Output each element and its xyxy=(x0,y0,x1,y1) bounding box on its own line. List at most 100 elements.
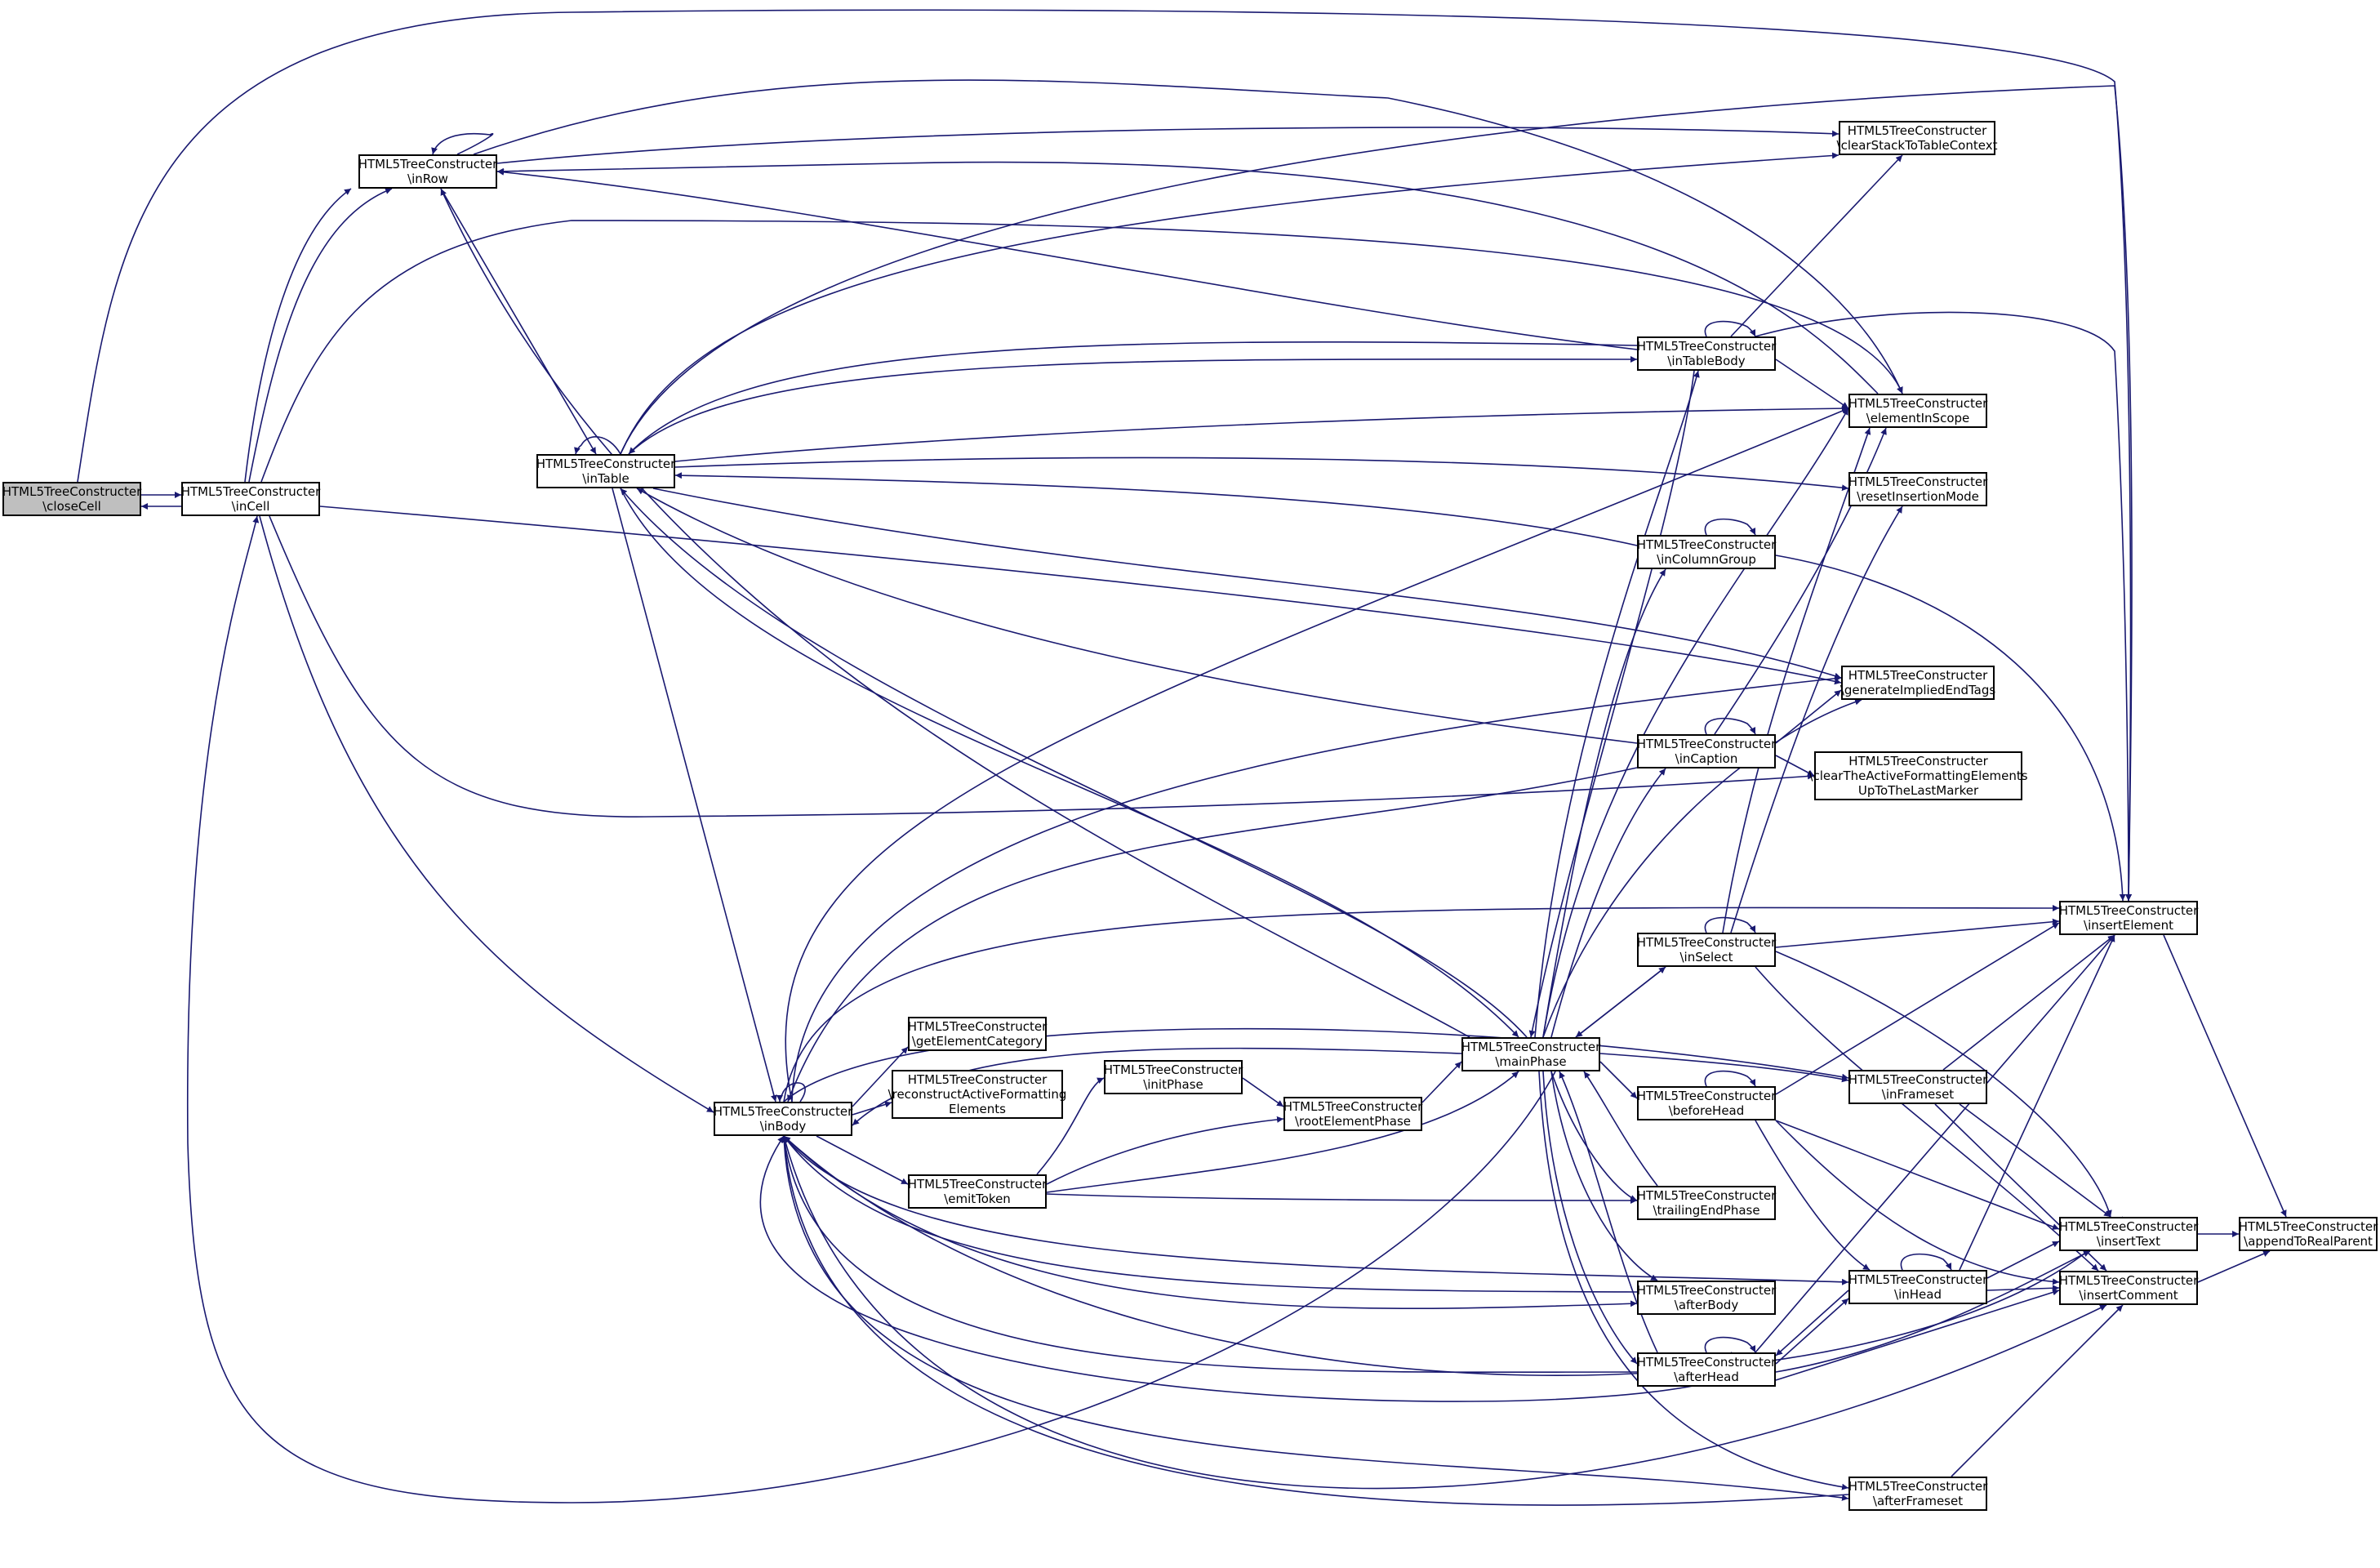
node-label-line: \rootElementPhase xyxy=(1294,1114,1412,1129)
edge-mainPhase-inRow xyxy=(440,188,1470,1038)
node-trailingEndPhase[interactable]: HTML5TreeConstructer\trailingEndPhase xyxy=(1637,1186,1776,1220)
node-label-line: HTML5TreeConstructer xyxy=(713,1104,853,1119)
node-rootElementPhase[interactable]: HTML5TreeConstructer\rootElementPhase xyxy=(1283,1097,1422,1131)
edge-rootElementPhase-mainPhase xyxy=(1421,1061,1462,1103)
edge-inCaption-elementInScope xyxy=(1714,427,1887,735)
node-afterFrameset[interactable]: HTML5TreeConstructer\afterFrameset xyxy=(1848,1477,1987,1511)
edge-inCaption-inCaption xyxy=(1704,717,1756,735)
node-inCaption[interactable]: HTML5TreeConstructer\inCaption xyxy=(1637,734,1776,768)
edge-inTable-mainPhase xyxy=(620,488,1519,1038)
edge-mainPhase-inTable xyxy=(620,488,1528,1038)
node-beforeHead[interactable]: HTML5TreeConstructer\beforeHead xyxy=(1637,1086,1776,1120)
node-clearStackToTableContext[interactable]: HTML5TreeConstructer\clearStackToTableCo… xyxy=(1837,121,1997,155)
node-label-line: \inFrameset xyxy=(1881,1087,1955,1102)
node-label-line: HTML5TreeConstructer xyxy=(358,157,498,172)
node-label-line: HTML5TreeConstructer xyxy=(1848,474,1988,489)
node-afterBody[interactable]: HTML5TreeConstructer\afterBody xyxy=(1637,1281,1776,1315)
edge-inCaption-clearTheActiveFormattingElementsUpToTheLastMarker xyxy=(1775,755,1815,777)
edge-inTableBody-elementInScope xyxy=(1775,359,1849,409)
edge-inBody-insertComment xyxy=(783,1135,2107,1490)
node-inSelect[interactable]: HTML5TreeConstructer\inSelect xyxy=(1637,933,1776,967)
node-inBody[interactable]: HTML5TreeConstructer\inBody xyxy=(714,1102,852,1136)
edge-beforeHead-beforeHead xyxy=(1704,1070,1756,1087)
node-getElementCategory[interactable]: HTML5TreeConstructer\getElementCategory xyxy=(908,1017,1047,1051)
edge-inHead-afterHead xyxy=(1775,1290,1849,1356)
node-inColumnGroup[interactable]: HTML5TreeConstructer\inColumnGroup xyxy=(1637,535,1776,569)
node-generateImpliedEndTags[interactable]: HTML5TreeConstructer\generateImpliedEndT… xyxy=(1840,666,1995,700)
node-mainPhase[interactable]: HTML5TreeConstructer\mainPhase xyxy=(1461,1037,1600,1071)
node-label-line: HTML5TreeConstructer xyxy=(1636,737,1777,751)
edge-inCaption-inBody xyxy=(787,767,1638,1102)
node-initPhase[interactable]: HTML5TreeConstructer\initPhase xyxy=(1104,1060,1243,1094)
edge-inBody-afterFrameset xyxy=(783,1135,1849,1501)
edge-closeCell-insertElement xyxy=(77,9,2133,902)
node-label-line: HTML5TreeConstructer xyxy=(1636,1283,1777,1298)
node-resetInsertionMode[interactable]: HTML5TreeConstructer\resetInsertionMode xyxy=(1848,472,1987,506)
node-label-line: \inBody xyxy=(759,1119,807,1134)
node-label-line: HTML5TreeConstructer xyxy=(2058,1273,2199,1288)
edge-group xyxy=(77,9,2287,1506)
edge-inFrameset-insertElement xyxy=(1942,934,2115,1071)
node-inCell[interactable]: HTML5TreeConstructer\inCell xyxy=(181,482,320,516)
node-closeCell[interactable]: HTML5TreeConstructer\closeCell xyxy=(2,482,141,516)
node-label-line: HTML5TreeConstructer xyxy=(907,1019,1048,1034)
node-label-line: \mainPhase xyxy=(1495,1054,1567,1069)
edge-afterFrameset-insertComment xyxy=(1951,1304,2124,1477)
edge-inColumnGroup-inColumnGroup xyxy=(1704,518,1756,536)
node-insertText[interactable]: HTML5TreeConstructer\insertText xyxy=(2059,1217,2198,1251)
node-emitToken[interactable]: HTML5TreeConstructer\emitToken xyxy=(908,1174,1047,1209)
node-label-line: HTML5TreeConstructer xyxy=(180,484,321,499)
node-label-line: HTML5TreeConstructer xyxy=(1848,668,1988,683)
edge-inSelect-mainPhase xyxy=(1575,966,1666,1038)
node-label-line: HTML5TreeConstructer xyxy=(2238,1219,2378,1234)
node-label-line: HTML5TreeConstructer xyxy=(1636,1089,1777,1103)
edge-insertElement-appendToRealParent xyxy=(2163,934,2287,1218)
edge-inTableBody-clearStackToTableContext xyxy=(1730,154,1903,337)
edge-inSelect-insertText xyxy=(1775,951,2112,1218)
edge-initPhase-rootElementPhase xyxy=(1242,1077,1284,1107)
node-label-line: \inTable xyxy=(582,471,629,486)
edge-inCaption-inTable xyxy=(636,488,1638,744)
edge-inBody-insertElement xyxy=(783,904,2060,1102)
node-inTableBody[interactable]: HTML5TreeConstructer\inTableBody xyxy=(1637,336,1776,371)
edge-inHead-inHead xyxy=(1900,1253,1952,1271)
node-inFrameset[interactable]: HTML5TreeConstructer\inFrameset xyxy=(1848,1070,1987,1104)
edge-beforeHead-insertComment xyxy=(1775,1120,2060,1285)
node-label-line: HTML5TreeConstructer xyxy=(1848,1479,1988,1494)
edge-inFrameset-insertText xyxy=(1959,1103,2111,1218)
node-clearTheActiveFormattingElementsUpToTheLastMarker[interactable]: HTML5TreeConstructer\clearTheActiveForma… xyxy=(1808,751,2028,800)
edge-afterHead-insertComment xyxy=(1775,1289,2060,1381)
node-label-line: \getElementCategory xyxy=(911,1034,1043,1049)
edge-insertText-inBody xyxy=(783,1135,2124,1377)
edge-inBody-afterBody xyxy=(783,1135,1638,1309)
edge-inTable-elementInScope xyxy=(674,405,1849,462)
node-label-line: \initPhase xyxy=(1143,1077,1203,1092)
node-elementInScope[interactable]: HTML5TreeConstructer\elementInScope xyxy=(1848,394,1987,428)
node-inHead[interactable]: HTML5TreeConstructer\inHead xyxy=(1848,1270,1987,1304)
edge-mainPhase-elementInScope xyxy=(1542,408,1849,1038)
node-label-line: HTML5TreeConstructer xyxy=(1636,1188,1777,1203)
edge-inBody-reconstructActiveFormattingElements xyxy=(852,1101,892,1116)
node-label-line: \afterFrameset xyxy=(1872,1494,1964,1508)
node-label-line: HTML5TreeConstructer xyxy=(1636,935,1777,950)
edge-inBody-inHead xyxy=(783,1135,1849,1285)
edge-emitToken-mainPhase xyxy=(1046,1071,1519,1193)
edge-inHead-insertElement xyxy=(1959,934,2115,1271)
edge-inRow-inCell xyxy=(244,188,352,483)
edge-inSelect-insertElement xyxy=(1775,918,2060,948)
node-label-line: \afterBody xyxy=(1674,1298,1739,1312)
node-inRow[interactable]: HTML5TreeConstructer\inRow xyxy=(358,154,497,189)
edge-inCell-generateImpliedEndTags xyxy=(319,506,1842,685)
node-appendToRealParent[interactable]: HTML5TreeConstructer\appendToRealParent xyxy=(2239,1217,2378,1251)
node-inTable[interactable]: HTML5TreeConstructer\inTable xyxy=(536,454,675,488)
edge-beforeHead-insertText xyxy=(1775,1120,2060,1230)
node-insertElement[interactable]: HTML5TreeConstructer\insertElement xyxy=(2059,901,2198,935)
node-label-line: HTML5TreeConstructer xyxy=(1636,339,1777,354)
node-label-line: \trailingEndPhase xyxy=(1653,1203,1760,1218)
node-insertComment[interactable]: HTML5TreeConstructer\insertComment xyxy=(2059,1271,2198,1305)
node-label-line: HTML5TreeConstructer xyxy=(1636,1355,1777,1370)
node-reconstructActiveFormattingElements[interactable]: HTML5TreeConstructer\reconstructActiveFo… xyxy=(888,1070,1066,1119)
node-afterHead[interactable]: HTML5TreeConstructer\afterHead xyxy=(1637,1352,1776,1387)
node-label-line: HTML5TreeConstructer xyxy=(1848,754,1988,768)
